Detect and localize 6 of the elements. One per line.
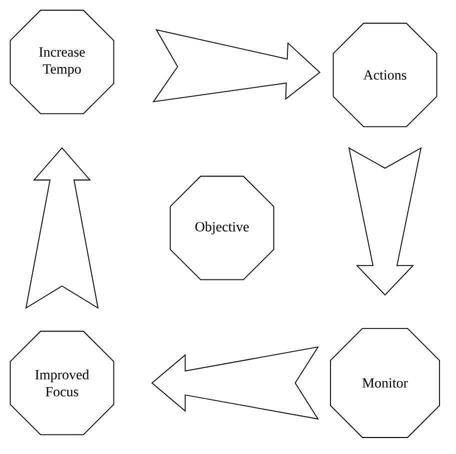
octagon: Improved Focus <box>10 330 114 436</box>
block-arrow <box>152 29 320 102</box>
octagon: Actions <box>332 22 438 128</box>
octagon: Objective <box>170 176 274 280</box>
octagon: Monitor <box>330 328 440 438</box>
octagon: Increase Tempo <box>10 10 114 114</box>
